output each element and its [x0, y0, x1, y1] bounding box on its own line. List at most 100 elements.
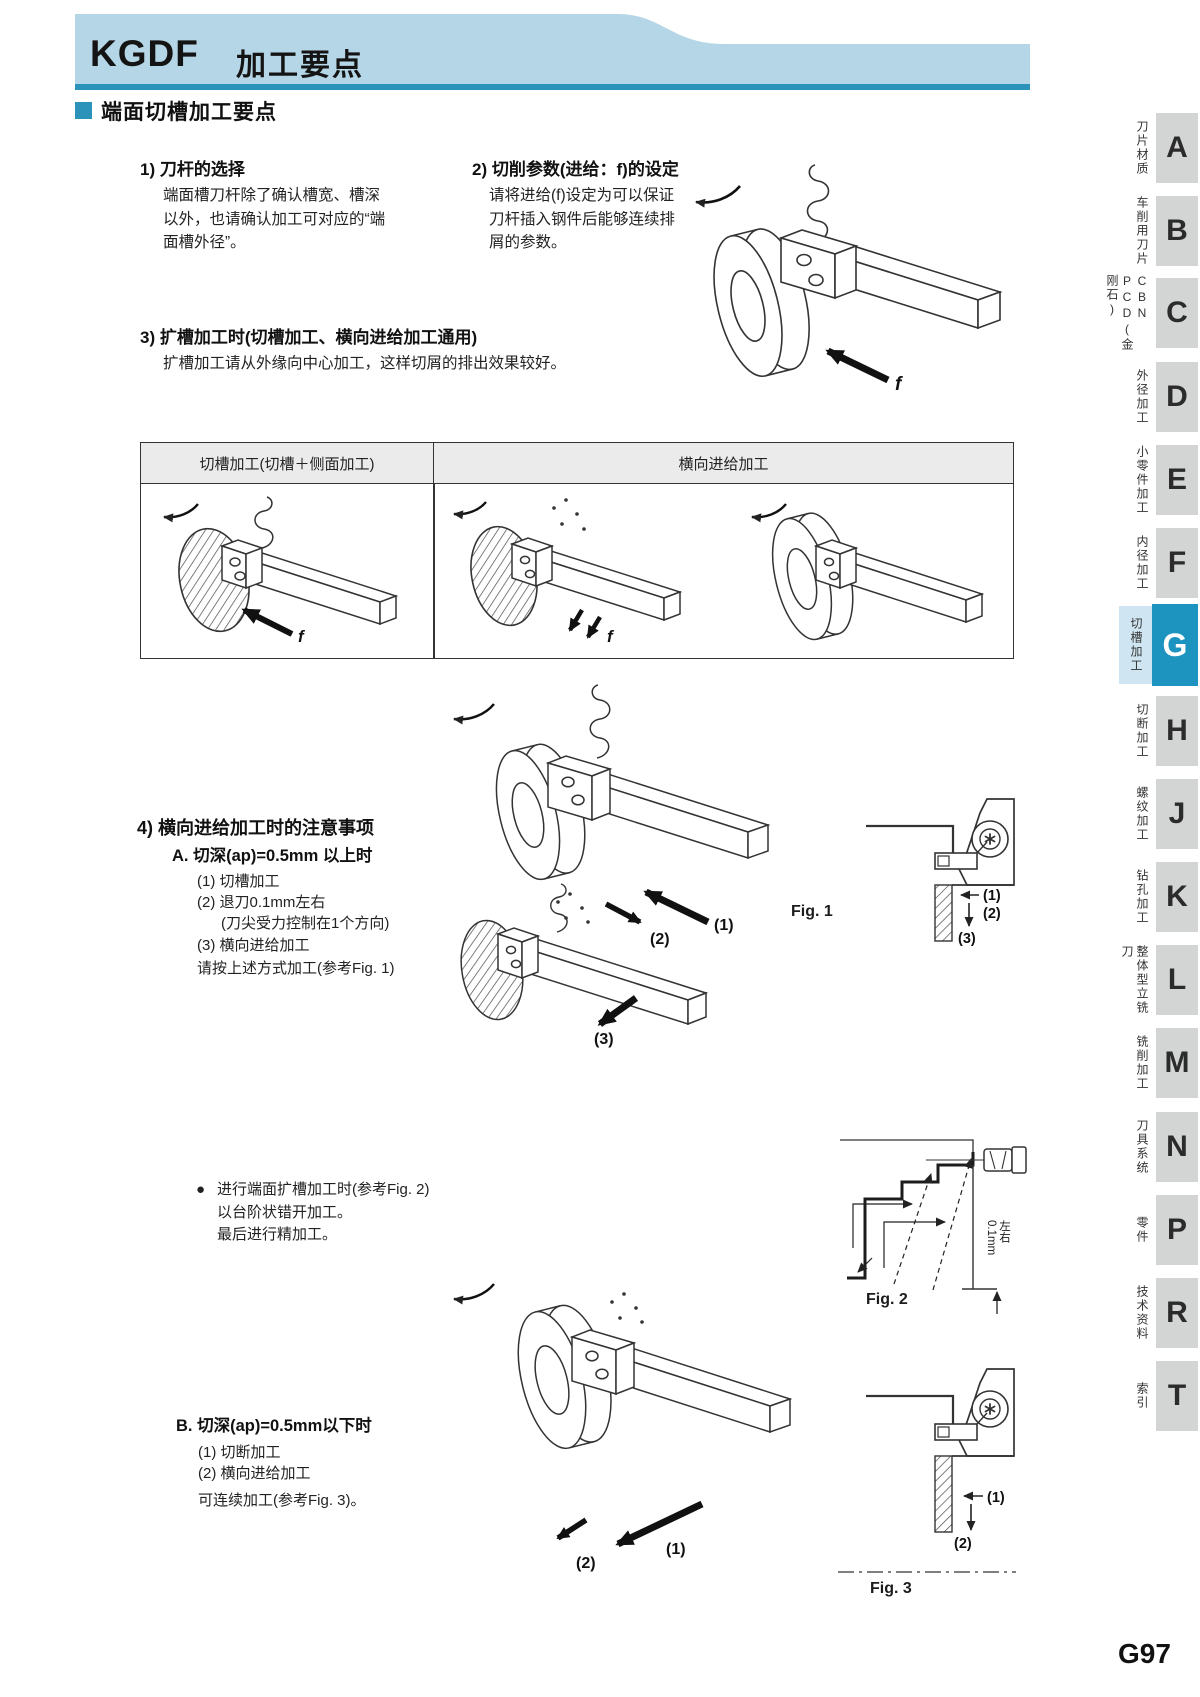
case-b-title: B. 切深(ap)=0.5mm以下时: [176, 1417, 372, 1435]
sidebar-tab-j[interactable]: 螺纹加工 J: [1068, 779, 1198, 849]
case-a-item: (2) 退刀0.1mm左右: [197, 894, 326, 911]
sidebar-tab-letter: E: [1156, 445, 1198, 515]
sidebar-tab-letter: R: [1156, 1278, 1198, 1348]
tool-holder: [495, 927, 709, 1026]
block3-body: 扩槽加工请从外缘向中心加工，这样切屑的排出效果较好。: [163, 355, 567, 372]
bullet-note: 进行端面扩槽加工时(参考Fig. 2) 以台阶状错开加工。 最后进行精加工。: [217, 1181, 430, 1243]
workpiece-wheel: [517, 1304, 612, 1450]
sidebar-tab-letter: N: [1156, 1112, 1198, 1182]
sidebar-tab-n[interactable]: 刀具系统 N: [1068, 1112, 1198, 1182]
chip-dots: [552, 498, 586, 531]
step-label: (2): [576, 1555, 596, 1572]
tool-holder: [778, 229, 1003, 330]
case-a-item-sub: (刀尖受力控制在1个方向): [221, 915, 390, 932]
case-b-note: 可连续加工(参考Fig. 3)。: [198, 1492, 366, 1509]
figure-3-caption: Fig. 3: [870, 1580, 912, 1597]
workpiece-wall: [934, 884, 953, 942]
sidebar-tab-label: 刀具系统: [1135, 1119, 1149, 1175]
step-label: (1): [987, 1490, 1005, 1506]
illustration-face-grooving-overview: f: [695, 164, 1003, 395]
chip-spiral-icon: [589, 684, 611, 759]
figure-1-caption: Fig. 1: [791, 903, 833, 920]
table-header-traverse: 横向进给加工: [678, 455, 769, 473]
page-title-text: 加工要点: [236, 49, 364, 82]
sidebar-tab-letter: A: [1156, 113, 1198, 183]
sidebar-tab-letter: T: [1156, 1361, 1198, 1431]
sidebar-tab-label: 整体型立铣刀: [1120, 945, 1149, 1015]
tool-holder: [509, 537, 683, 622]
sidebar-tab-label: CBN PCD(金刚石): [1105, 274, 1149, 352]
illustration-case-b: (1) (2): [453, 1283, 792, 1572]
block3-title: 3) 扩槽加工时(切槽加工、横向进给加工通用): [140, 328, 478, 347]
step2-arrow-icon: [556, 1517, 588, 1541]
case-a-title: A. 切深(ap)=0.5mm 以上时: [172, 847, 373, 865]
sidebar-tab-letter: F: [1156, 528, 1198, 598]
case-b-item: (2) 横向进给加工: [198, 1465, 311, 1482]
workpiece-wheel: [713, 228, 810, 378]
block2-title: 2) 切削参数(进给：f)的设定: [472, 160, 679, 179]
torx-screw-icon: [984, 833, 996, 845]
sidebar-tab-p[interactable]: 零件 P: [1068, 1195, 1198, 1265]
sidebar-tab-h[interactable]: 切断加工 H: [1068, 696, 1198, 766]
step-label: (1): [714, 917, 734, 934]
step-label: (2): [650, 931, 670, 948]
sidebar-tab-label: 小零件加工: [1135, 445, 1149, 515]
retract-path-dashed: [932, 1158, 973, 1291]
sidebar-tab-c[interactable]: CBN PCD(金刚石) C: [1068, 274, 1198, 352]
sidebar-tab-letter: B: [1156, 196, 1198, 266]
sidebar-tab-letter: G: [1152, 604, 1198, 686]
sidebar-tab-label: 螺纹加工: [1135, 786, 1149, 842]
sidebar-tab-label: 钻孔加工: [1135, 869, 1149, 925]
chip-spiral-icon: [806, 164, 830, 243]
sidebar-tab-d[interactable]: 外径加工 D: [1068, 362, 1198, 432]
feed-arrow-icon: [568, 608, 584, 632]
step-label: (1): [983, 888, 1001, 904]
illustration-grooving-cell: f: [163, 496, 399, 646]
method-table: 切槽加工(切槽＋侧面加工) 横向进给加工: [140, 442, 1014, 659]
sidebar-tab-label: 外径加工: [1135, 369, 1149, 425]
section-title: 端面切槽加工要点: [101, 101, 277, 124]
sidebar-tab-letter: K: [1156, 862, 1198, 932]
illustration-case-a: (1) (2) (3): [453, 684, 771, 1048]
block1-body: 端面槽刀杆除了确认槽宽、槽深 以外，也请确认加工可对应的“端 面槽外径”。: [163, 187, 386, 251]
workpiece-wall: [934, 1455, 953, 1533]
sidebar-tab-letter: C: [1156, 278, 1198, 348]
feed-arrow-icon: [241, 607, 294, 637]
sidebar-tab-m[interactable]: 铣削加工 M: [1068, 1028, 1198, 1098]
sidebar-tab-b[interactable]: 车削用刀片 B: [1068, 196, 1198, 266]
chip-spiral-icon: [550, 883, 568, 933]
sidebar-tab-t[interactable]: 索引 T: [1068, 1361, 1198, 1431]
page-title-product: KGDF: [90, 33, 199, 74]
feed-arrow-icon: [586, 615, 602, 639]
table-divider: [433, 483, 435, 658]
sidebar-tab-label: 技术资料: [1135, 1285, 1149, 1341]
tool-path-arrow: [852, 1199, 913, 1248]
step-label: (3): [594, 1031, 614, 1048]
sidebar-tab-f[interactable]: 内径加工 F: [1068, 528, 1198, 598]
stepped-profile: [847, 1152, 975, 1280]
sidebar-tab-label: 索引: [1135, 1382, 1149, 1410]
sidebar-tab-e[interactable]: 小零件加工 E: [1068, 445, 1198, 515]
sidebar-tab-a[interactable]: 刀片材质 A: [1068, 113, 1198, 183]
step-label: (2): [983, 906, 1001, 922]
feed-label: f: [895, 374, 903, 395]
sidebar-tab-l[interactable]: 整体型立铣刀 L: [1068, 945, 1198, 1015]
chip-spiral-icon: [254, 496, 274, 549]
feed-label: f: [298, 627, 306, 646]
block1-title: 1) 刀杆的选择: [140, 160, 245, 179]
sidebar-tab-letter: M: [1156, 1028, 1198, 1098]
chip-dots: [610, 1292, 644, 1324]
tool-path-arrow: [883, 1217, 946, 1268]
sidebar-tab-r[interactable]: 技术资料 R: [1068, 1278, 1198, 1348]
method-table-header: 切槽加工(切槽＋侧面加工) 横向进给加工: [141, 443, 1013, 484]
sidebar-tab-letter: P: [1156, 1195, 1198, 1265]
step2-arrow-icon: [604, 901, 642, 925]
figure-3-drawing: (1) (2): [838, 1368, 1016, 1573]
sidebar-tab-label: 刀片材质: [1135, 120, 1149, 176]
tool-holder: [545, 755, 771, 860]
step-label: (3): [958, 931, 976, 947]
sidebar-tab-g-active[interactable]: 切槽加工 G: [1068, 604, 1198, 686]
step-label: (2): [954, 1536, 972, 1552]
sidebar-tab-k[interactable]: 钻孔加工 K: [1068, 862, 1198, 932]
